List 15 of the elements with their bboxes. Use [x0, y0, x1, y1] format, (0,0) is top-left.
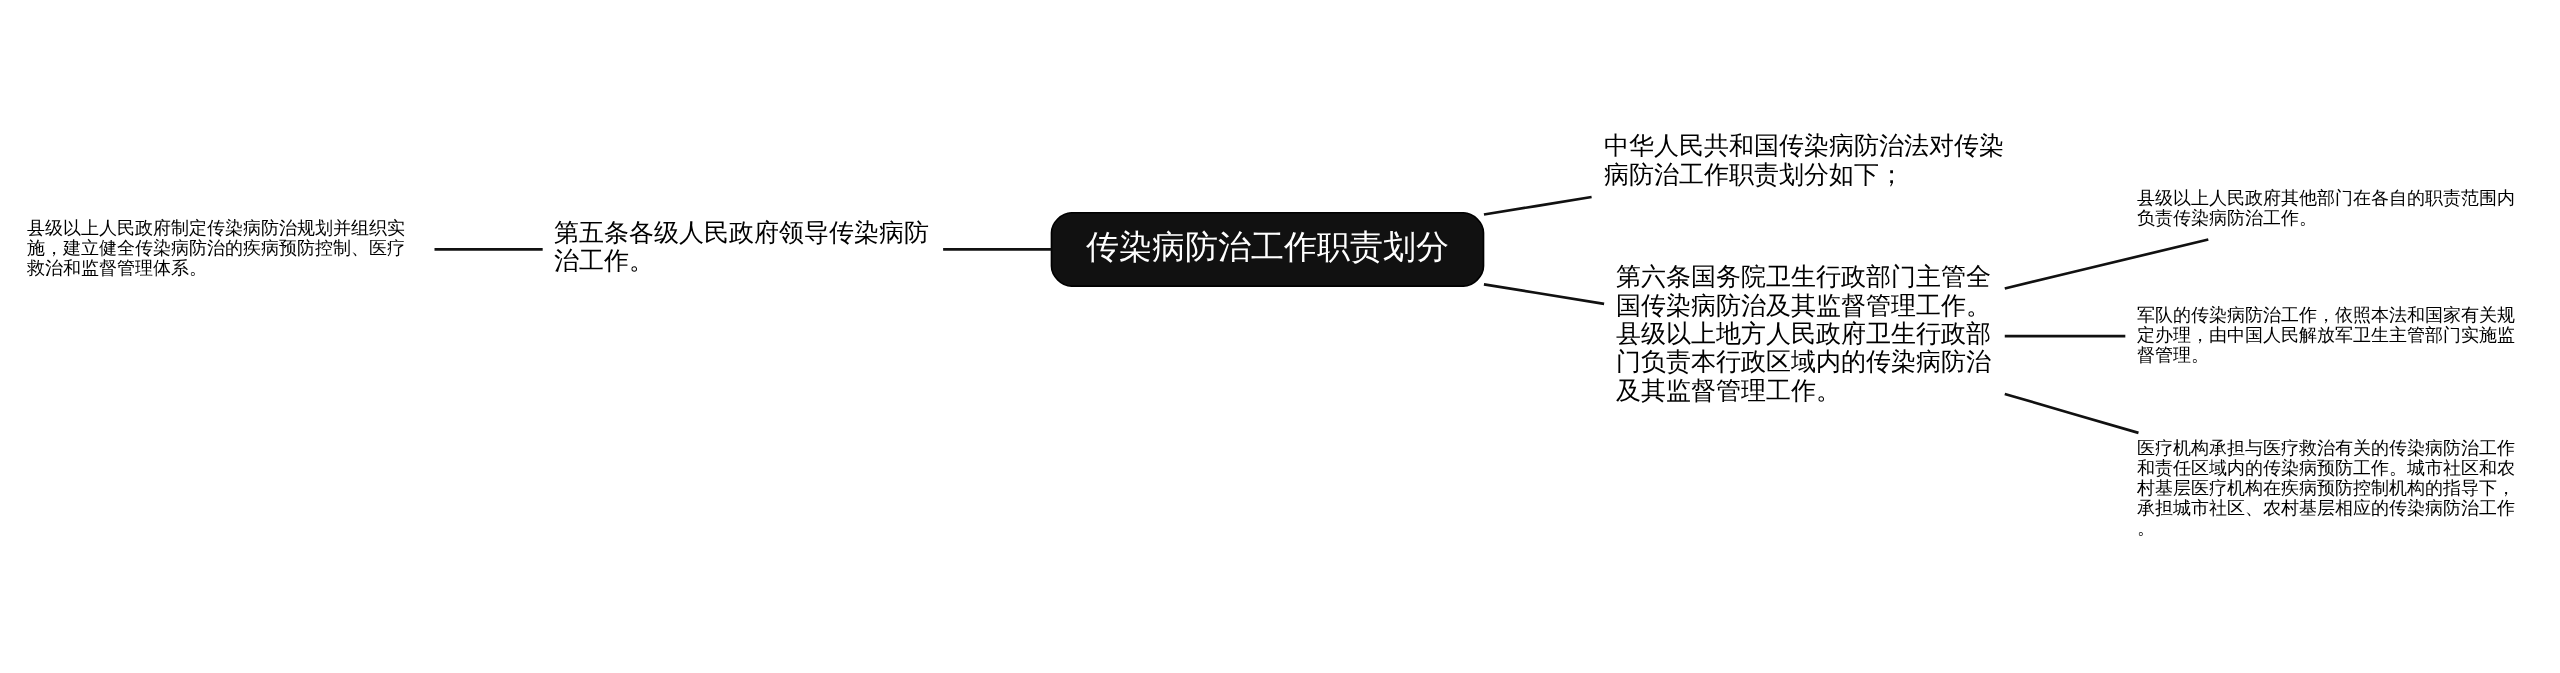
- node-text: 第五条各级人民政府领导传染病防治工作。: [554, 217, 930, 275]
- node-text: 中华人民共和国传染病防治法对传染病防治工作职责划分如下；: [1603, 130, 2004, 189]
- connector: [943, 247, 1052, 251]
- connector: [1483, 282, 1605, 305]
- node-text: 第六条国务院卫生行政部门主管全国传染病防治及其监督管理工作。县级以上地方人民政府卫生行政部门负责本行政区域内的传染病防治及其监督管理工作。: [1616, 261, 1992, 405]
- node-text: 县级以上人民政府制定传染病防治规划并组织实施，建立健全传染病防治的疾病预防控制、医疗救治和监督管理体系。: [27, 216, 406, 278]
- connector: [1483, 195, 1592, 216]
- node-box: 传染病防治工作职责划分: [1050, 211, 1485, 287]
- connector: [2004, 334, 2126, 337]
- connector: [2004, 237, 2209, 290]
- node-text: 军队的传染病防治工作，依照本法和国家有关规定办理，由中国人民解放军卫生主管部门实施监督管理。: [2137, 303, 2516, 365]
- node-text: 县级以上人民政府其他部门在各自的职责范围内负责传染病防治工作。: [2137, 186, 2516, 228]
- connector: [434, 247, 543, 251]
- connector: [2004, 392, 2139, 434]
- node-text: 医疗机构承担与医疗救治有关的传染病防治工作和责任区域内的传染病预防工作。城市社区和农村基层医疗机构在疾病预防控制机构的指导下，承担城市社区、农村基层相应的传染病防治工作。: [2137, 436, 2516, 538]
